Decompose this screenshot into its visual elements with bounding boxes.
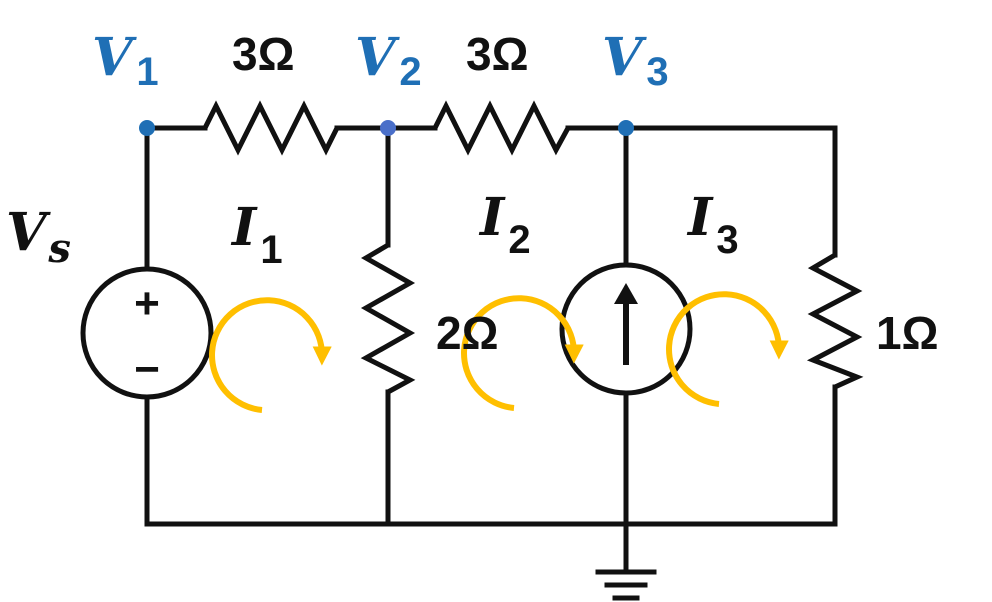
resistor-label-2ohm: 2Ω <box>436 307 498 359</box>
node-dot-v1 <box>139 120 155 136</box>
source-minus-sign: − <box>134 345 160 394</box>
node-dot-v3 <box>618 120 634 136</box>
node-dot-v2 <box>380 120 396 136</box>
clockwise-loop-arrow-icon-i2 <box>461 295 584 411</box>
resistor-label-3ohm-b: 3Ω <box>466 28 528 80</box>
resistor-label-1ohm: 1Ω <box>876 307 938 359</box>
clockwise-loop-arrow-icon-i1 <box>209 297 332 413</box>
resistor-1ohm <box>806 252 864 390</box>
source-label-vs: Vs <box>6 202 71 272</box>
resistor-3ohm-v1-v2 <box>202 100 340 156</box>
resistor-3ohm-v2-v3 <box>432 100 571 156</box>
resistor-label-3ohm-a: 3Ω <box>232 28 294 80</box>
ground-icon <box>595 521 657 601</box>
current-source <box>559 262 693 396</box>
source-plus-sign: + <box>134 279 160 328</box>
arrow-up-icon <box>614 283 638 365</box>
resistor-2ohm <box>360 242 416 395</box>
clockwise-loop-arrow-icon-i3 <box>666 291 789 407</box>
voltage-source: + − <box>80 266 214 400</box>
